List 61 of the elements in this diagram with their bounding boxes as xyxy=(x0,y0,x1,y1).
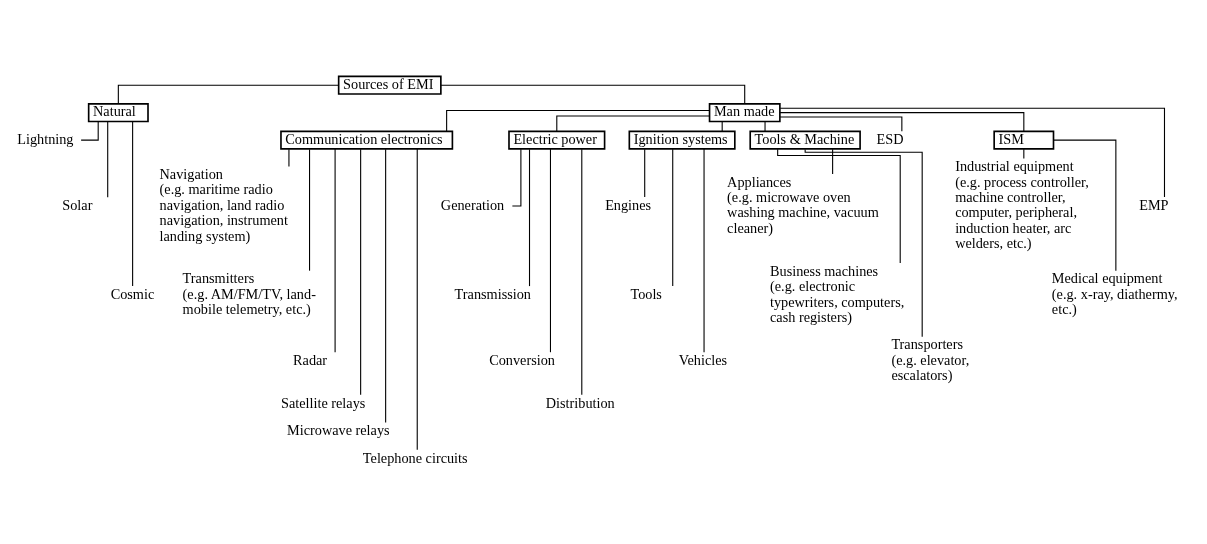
node-text: Business machines (e.g. electronic typewriters, computers, cash registers) xyxy=(769,262,905,325)
connector xyxy=(440,84,746,105)
connector xyxy=(581,148,583,396)
node-text: Navigation (e.g. maritime radio navigation, land radio navigation, instrument landing system) xyxy=(159,166,288,244)
node-text: Appliances (e.g. microwave oven washing machine, vacuum cleaner) xyxy=(727,173,879,236)
node-text: Vehicles xyxy=(678,351,728,368)
node-text: Satellite relays xyxy=(280,394,366,411)
connector xyxy=(721,121,723,132)
node-box: Tools & Machine xyxy=(749,130,861,150)
node-text: ESD xyxy=(876,130,904,147)
connector xyxy=(832,148,834,175)
connector xyxy=(132,120,134,287)
connector xyxy=(334,148,336,353)
connector xyxy=(80,121,99,141)
connector xyxy=(556,115,710,132)
node-text: Transmission xyxy=(454,285,531,302)
node-text: Medical equipment (e.g. x-ray, diathermy, etc.) xyxy=(1051,270,1178,318)
connector xyxy=(360,148,362,396)
node-box: Electric power xyxy=(508,130,606,150)
connector xyxy=(1053,139,1117,272)
connector xyxy=(804,148,923,338)
node-text: Industrial equipment (e.g. process controller, machine controller, computer, peripheral, induction heater, arc welders, etc.) xyxy=(955,158,1089,252)
connector xyxy=(309,148,311,272)
node-text: Microwave relays xyxy=(287,422,390,439)
node-text: Transporters (e.g. elevator, escalators) xyxy=(891,336,970,384)
node-text: Solar xyxy=(62,196,93,213)
node-box: Ignition systems xyxy=(628,130,736,150)
node-box: Communication electronics xyxy=(280,130,454,150)
connector xyxy=(549,148,552,353)
connector xyxy=(288,148,290,167)
connector xyxy=(446,109,710,132)
node-text: Distribution xyxy=(545,394,615,411)
connector xyxy=(528,148,531,287)
connector xyxy=(416,148,418,451)
node-text: Transmitters (e.g. AM/FM/TV, land-mobile telemetry, etc.) xyxy=(182,270,316,318)
node-text: EMP xyxy=(1139,196,1169,213)
connector xyxy=(672,148,674,287)
connector xyxy=(385,148,387,423)
connector xyxy=(117,84,339,105)
node-box: Sources of EMI xyxy=(337,75,442,95)
connector xyxy=(779,107,1166,198)
node-box: ISM xyxy=(993,130,1055,150)
node-text: Telephone circuits xyxy=(362,449,468,466)
connector xyxy=(779,116,903,132)
node-text: Lightning xyxy=(17,130,74,147)
node-text: Generation xyxy=(440,196,505,213)
node-text: Tools xyxy=(630,285,662,302)
node-text: Radar xyxy=(293,351,328,368)
node-text: Engines xyxy=(605,196,652,213)
connector xyxy=(764,121,766,132)
connector xyxy=(777,148,901,264)
connector xyxy=(107,121,109,198)
node-text: Cosmic xyxy=(110,285,155,302)
node-box: Man made xyxy=(708,103,781,123)
node-text: Conversion xyxy=(489,351,555,368)
connector xyxy=(644,148,646,198)
connector xyxy=(703,148,705,353)
connector xyxy=(779,112,1025,132)
connector xyxy=(511,148,522,207)
connector xyxy=(1023,148,1025,160)
node-box: Natural xyxy=(87,103,149,123)
